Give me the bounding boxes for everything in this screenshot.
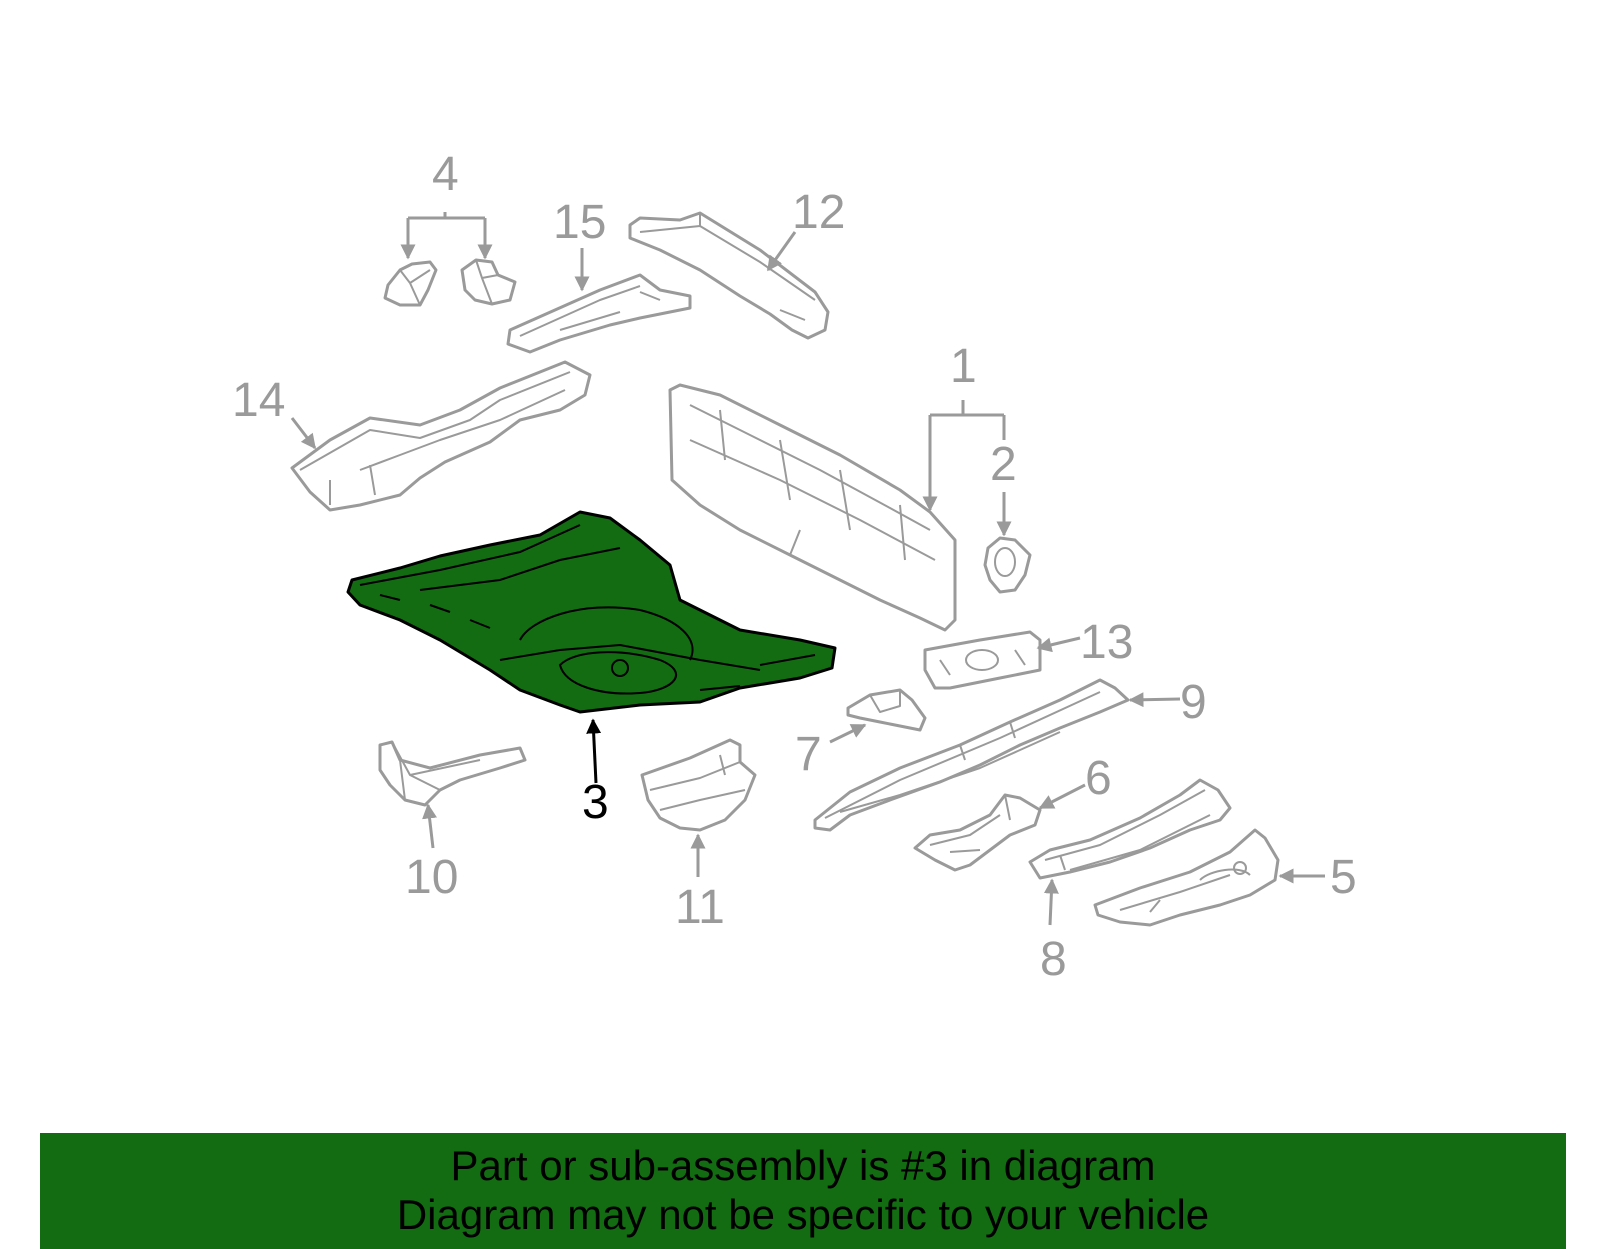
part-5-panel[interactable] xyxy=(1093,828,1280,927)
callout-12: 12 xyxy=(792,186,845,239)
callout-9: 9 xyxy=(1180,676,1207,729)
callout-4: 4 xyxy=(432,148,459,201)
callout-5: 5 xyxy=(1330,851,1357,904)
part-8-rail[interactable] xyxy=(1028,778,1232,880)
callout-8: 8 xyxy=(1040,933,1067,986)
callout-13: 13 xyxy=(1080,616,1133,669)
callout-6: 6 xyxy=(1085,752,1112,805)
part-13-plate[interactable] xyxy=(923,630,1042,690)
callout-14-leader xyxy=(290,417,317,450)
part-9-side-rail[interactable] xyxy=(813,678,1130,832)
callout-9-leader xyxy=(1128,692,1181,708)
callout-2: 2 xyxy=(990,438,1017,491)
callout-1: 1 xyxy=(950,340,977,393)
part-7-bracket[interactable] xyxy=(846,688,927,732)
part-1-rear-panel[interactable] xyxy=(668,383,957,632)
part-11-housing[interactable] xyxy=(640,738,757,832)
callout-3: 3 xyxy=(582,776,609,829)
callout-1-leader xyxy=(922,400,1006,512)
callout-4-leader xyxy=(400,212,493,260)
part-3-floor-pan[interactable] xyxy=(346,510,837,714)
callout-10-leader xyxy=(422,803,438,849)
info-banner: Part or sub-assembly is #3 in diagram Di… xyxy=(40,1133,1566,1249)
banner-line-2: Diagram may not be specific to your vehi… xyxy=(396,1191,1210,1238)
callout-7-leader xyxy=(829,723,867,744)
callout-10: 10 xyxy=(405,851,458,904)
callout-14: 14 xyxy=(232,374,285,427)
callout-11: 11 xyxy=(675,881,725,934)
callout-15: 15 xyxy=(553,196,606,249)
callout-8-leader xyxy=(1043,878,1059,926)
banner-line-1: Part or sub-assembly is #3 in diagram xyxy=(450,1142,1156,1189)
part-12-rail[interactable] xyxy=(628,211,830,340)
part-15-reinforcement[interactable] xyxy=(506,273,692,354)
callout-6-leader xyxy=(1038,783,1086,810)
callout-3-leader xyxy=(586,718,602,784)
callout-13-leader xyxy=(1036,636,1081,653)
callout-7: 7 xyxy=(795,728,822,781)
part-10-bracket[interactable] xyxy=(378,740,527,807)
part-4-brackets[interactable] xyxy=(383,258,517,307)
part-2-grommet[interactable] xyxy=(983,536,1032,594)
part-14-side-member[interactable] xyxy=(290,360,592,512)
part-6-bracket[interactable] xyxy=(913,793,1042,872)
parts-diagram: 4 15 12 14 1 2 3 xyxy=(232,148,1357,986)
callout-12-leader xyxy=(766,231,797,272)
